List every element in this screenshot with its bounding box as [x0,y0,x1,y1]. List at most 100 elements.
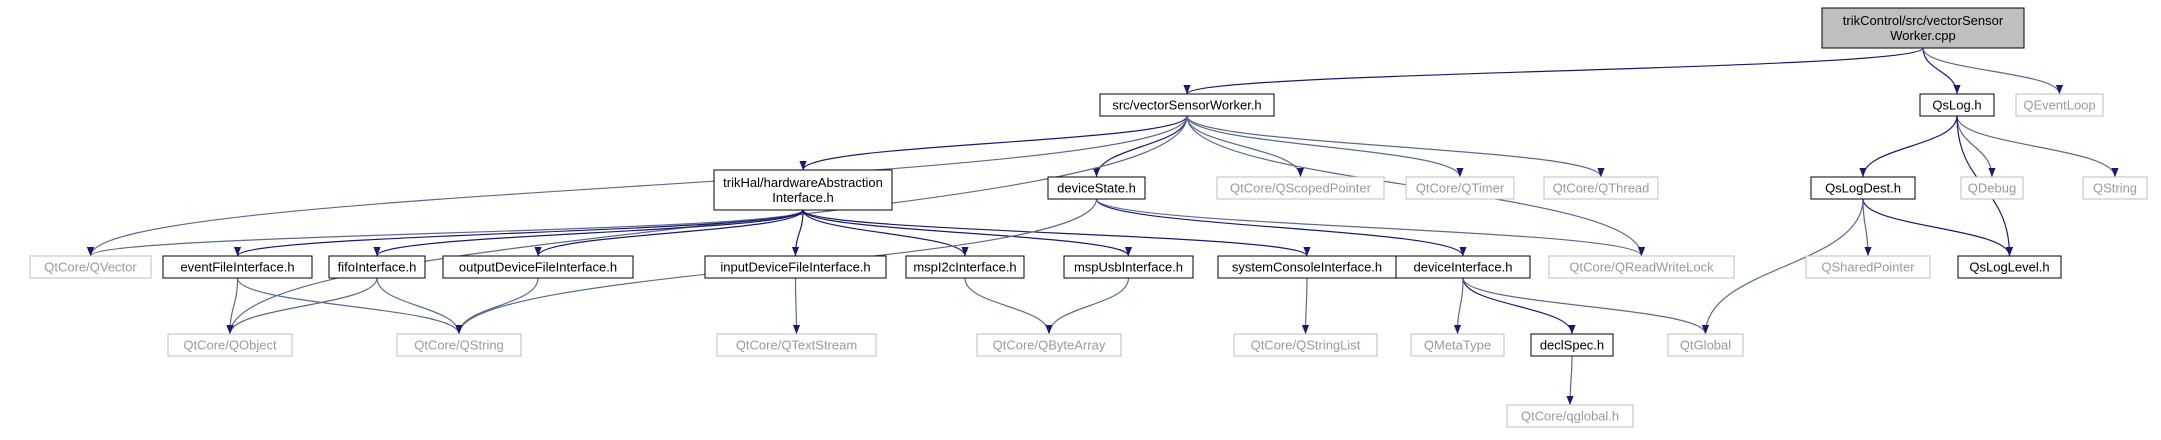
edge-devint-to-qmetatype [1453,277,1464,335]
node-mspusb-box [1063,255,1194,279]
node-qstring2: QString [2082,176,2148,200]
node-qmetatype: QMetaType [1410,333,1505,357]
node-syscon-label: systemConsoleInterface.h [1232,260,1382,275]
edge-vsw-to-qscoped [1186,115,1305,178]
node-fifo[interactable]: fifoInterface.h [328,255,426,279]
edge-vsw-to-qobject [226,115,1188,335]
node-declspec[interactable]: declSpec.h [1530,333,1614,357]
edge-qslog-to-qstring2 [1956,115,2119,178]
node-qmetatype-label: QMetaType [1424,338,1491,353]
node-mspi2c-label: mspI2cInterface.h [913,260,1016,275]
edge-qslogdest-to-qshared [1862,198,1872,257]
node-qdebug-label: QDebug [1968,181,2016,196]
node-qeventloop-label: QEventLoop [2023,98,2095,113]
node-qdebug-box [1960,176,2024,200]
node-qglobal-label: QtGlobal [1680,338,1731,353]
node-root-label: trikControl/src/vectorSensor [1843,13,2004,28]
edge-evfile-to-qobject [226,277,239,335]
node-qstring: QtCore/QString [396,333,522,357]
node-hal-box [713,169,893,211]
node-qstring-label: QtCore/QString [414,338,504,353]
edge-hal-to-mspusb [802,209,1132,257]
node-qsloglevel[interactable]: QsLogLevel.h [1957,255,2062,279]
node-syscon[interactable]: systemConsoleInterface.h [1217,255,1397,279]
node-indev-box [704,255,887,279]
node-qobject: QtCore/QObject [167,333,293,357]
node-qvector: QtCore/QVector [29,255,152,279]
node-qglobal-box [1667,333,1744,357]
node-qthread-box [1543,176,1659,200]
node-mspi2c[interactable]: mspI2cInterface.h [905,255,1025,279]
node-evfile-box [162,255,313,279]
node-qshared-label: QSharedPointer [1821,260,1915,275]
edge-evfile-to-qstring [236,277,463,335]
edge-hal-to-syscon [802,209,1311,257]
edges-layer [87,47,2119,406]
node-qscoped-label: QtCore/QScopedPointer [1230,181,1372,196]
edge-mspi2c-to-qbytearray [964,277,1053,335]
node-root-box [1821,7,2025,49]
node-devint[interactable]: deviceInterface.h [1395,255,1531,279]
node-qslog[interactable]: QsLog.h [1919,93,1995,117]
node-devint-box [1395,255,1531,279]
node-qqglobal-box [1506,404,1634,428]
node-qtimer-label: QtCore/QTimer [1416,181,1505,196]
edge-indev-to-qtextstream [792,277,801,335]
node-qstring2-label: QString [2093,181,2137,196]
node-qtimer: QtCore/QTimer [1405,176,1515,200]
node-devstate[interactable]: deviceState.h [1047,176,1146,200]
edge-mspusb-to-qbytearray [1045,277,1130,335]
node-qthread: QtCore/QThread [1543,176,1659,200]
node-qslogdest[interactable]: QsLogDest.h [1810,176,1916,200]
node-fifo-box [328,255,426,279]
node-indev[interactable]: inputDeviceFileInterface.h [704,255,887,279]
edge-root-to-qslog [1922,47,1961,95]
node-evfile-label: eventFileInterface.h [180,260,294,275]
node-qslog-label: QsLog.h [1932,98,1981,113]
node-qtextstream-label: QtCore/QTextStream [736,338,857,353]
node-evfile[interactable]: eventFileInterface.h [162,255,313,279]
edge-vsw-to-qtimer [1186,115,1464,178]
node-outdev[interactable]: outputDeviceFileInterface.h [442,255,634,279]
node-fifo-label: fifoInterface.h [338,260,417,275]
edge-vsw-to-hal [799,115,1188,171]
node-root[interactable]: trikControl/src/vectorSensorWorker.cpp [1821,7,2025,49]
node-qobject-label: QtCore/QObject [183,338,277,353]
node-mspusb[interactable]: mspUsbInterface.h [1063,255,1194,279]
edge-qslog-to-qdebug [1956,115,1996,178]
node-qthread-label: QtCore/QThread [1553,181,1650,196]
node-devstate-label: deviceState.h [1057,181,1136,196]
node-qstring-box [396,333,522,357]
node-vsw-label: src/vectorSensorWorker.h [1112,98,1261,113]
node-qstringlist: QtCore/QStringList [1233,333,1378,357]
node-qstringlist-label: QtCore/QStringList [1251,338,1361,353]
node-qslogdest-box [1810,176,1916,200]
node-qshared: QSharedPointer [1805,255,1931,279]
nodes-layer: trikControl/src/vectorSensorWorker.cpp sr… [29,7,2148,428]
node-declspec-box [1530,333,1614,357]
node-qvector-box [29,255,152,279]
node-qstringlist-box [1233,333,1378,357]
edge-qslogdest-to-qsloglevel [1862,198,2014,257]
node-qbytearray: QtCore/QByteArray [976,333,1122,357]
node-qsloglevel-box [1957,255,2062,279]
node-hal-label: trikHal/hardwareAbstraction [723,175,883,190]
node-qrwlock-label: QtCore/QReadWriteLock [1569,260,1714,275]
node-qtextstream-box [716,333,877,357]
node-outdev-box [442,255,634,279]
node-vsw[interactable]: src/vectorSensorWorker.h [1099,93,1275,117]
edge-root-to-qeventloop [1922,47,2064,95]
node-qeventloop-box [2015,93,2104,117]
node-qscoped: QtCore/QScopedPointer [1216,176,1385,200]
edge-devint-to-declspec [1462,277,1576,335]
node-mspusb-label: mspUsbInterface.h [1074,260,1183,275]
edge-vsw-to-devstate [1092,115,1188,178]
node-qshared-box [1805,255,1931,279]
edge-syscon-to-qstringlist [1301,277,1310,335]
node-vsw-box [1099,93,1275,117]
node-declspec-label: declSpec.h [1540,338,1604,353]
node-devstate-box [1047,176,1146,200]
edge-devstate-to-qrwlock [1095,198,1645,257]
